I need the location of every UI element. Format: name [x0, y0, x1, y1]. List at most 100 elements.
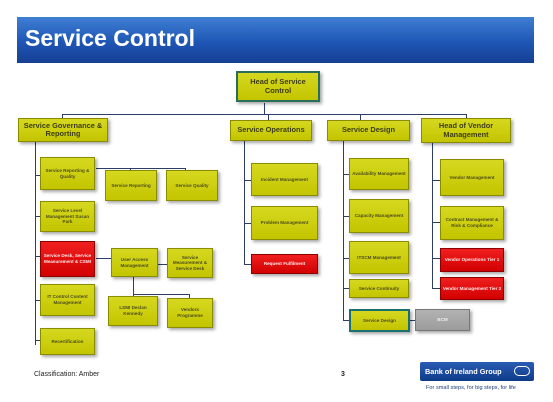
node-label: Capacity Management [354, 213, 404, 219]
node-label: Service Design [342, 125, 395, 135]
connector-line [360, 114, 361, 120]
node-label: Head of Vendor Management [438, 121, 494, 139]
node-service-design-unit: Service Design [349, 309, 410, 332]
node-availability-management: Availability Management [349, 158, 409, 190]
node-label: Head of Service Control [250, 77, 306, 95]
connector-line [35, 216, 40, 217]
node-incident-management: Incident Management [251, 163, 318, 196]
node-label: Service Reporting & Quality [45, 167, 90, 179]
connector-line [244, 141, 245, 265]
connector-line [133, 294, 189, 295]
node-bcm: BCM [415, 309, 470, 331]
node-label: Request Fulfilment [263, 261, 306, 267]
node-service-quality: Service Quality [166, 170, 218, 201]
logo-tagline: For small steps, for big steps, for life [426, 385, 516, 391]
node-label: ITSCM Management [357, 254, 401, 260]
connector-line [35, 175, 40, 176]
node-label: Service Reporting [111, 182, 151, 188]
node-label: Service Measurement & Service Desk [172, 254, 208, 271]
node-label: Vendors Programme [177, 307, 203, 318]
node-label: Service Continuity [358, 285, 400, 291]
node-label: BCM [437, 317, 448, 323]
node-capacity-management: Capacity Management [349, 199, 409, 233]
slide-title: Service Control [25, 25, 195, 51]
node-service-continuity: Service Continuity [349, 279, 409, 298]
connector-line [343, 174, 349, 175]
connector-line [432, 288, 440, 289]
connector-line [343, 320, 349, 321]
node-problem-management: Problem Management [251, 206, 318, 240]
node-label: LSMI Declan Kennedy [119, 305, 147, 316]
node-label: Problem Management [260, 220, 309, 226]
connector-line [158, 264, 167, 265]
node-contract-management: Contract Management & Risk & Compliance [440, 206, 504, 240]
connector-line [35, 141, 36, 345]
node-label: Vendor Management Tier 2 [442, 285, 502, 291]
node-it-control-content-management: IT Control Content Management [40, 284, 95, 316]
classification-label: Classification: Amber [34, 371, 100, 378]
node-label: Contract Management & Risk & Compliance [445, 217, 499, 228]
title-banner: Service Control [17, 17, 534, 63]
connector-line [244, 180, 251, 181]
logo-name: Bank of Ireland Group [425, 367, 502, 376]
node-label: Service Level Management Susan Park [45, 208, 90, 225]
connector-line [35, 300, 40, 301]
node-vendor-operations-tier-1: Vendor Operations Tier 1 [440, 248, 504, 272]
connector-line [410, 320, 415, 321]
connector-line [35, 256, 40, 257]
node-label: Service Operations [237, 125, 305, 135]
connector-line [466, 114, 467, 120]
connector-line [343, 258, 349, 259]
node-label: Vendor Operations Tier 1 [444, 257, 500, 263]
node-head-of-service-control: Head of Service Control [236, 71, 320, 102]
node-lsmi: LSMI Declan Kennedy [108, 296, 158, 326]
connector-line [343, 216, 349, 217]
connector-line [343, 141, 344, 321]
node-service-reporting-quality: Service Reporting & Quality [40, 157, 95, 190]
page-number: 3 [341, 371, 345, 378]
node-vendor-management-tier-2: Vendor Management Tier 2 [440, 277, 504, 300]
node-service-measurement-desk: Service Measurement & Service Desk [167, 248, 213, 278]
connector-line [62, 114, 63, 120]
connector-line [133, 276, 134, 296]
connector-line [96, 168, 185, 169]
connector-line [432, 222, 440, 223]
node-label: User Access Management [120, 256, 149, 268]
node-service-operations: Service Operations [230, 120, 312, 141]
connector-line [62, 114, 467, 115]
node-label: IT Control Content Management [47, 294, 88, 305]
bank-logo: Bank of Ireland Group [420, 362, 534, 381]
node-label: Incident Management [261, 176, 308, 182]
node-label: Service Design [363, 317, 396, 323]
node-service-governance-reporting: Service Governance & Reporting [18, 118, 108, 142]
connector-line [244, 264, 251, 265]
node-itscm-management: ITSCM Management [349, 241, 409, 274]
logo-emblem-icon [514, 366, 530, 376]
node-vendor-management: Vendor Management [440, 159, 504, 196]
node-label: Service Desk, Service Measurement & CSMI [43, 253, 92, 264]
node-service-design: Service Design [327, 120, 410, 141]
node-service-reporting: Service Reporting [105, 170, 157, 201]
node-label: Service Quality [175, 182, 209, 188]
node-label: Vendor Management [449, 174, 495, 180]
connector-line [432, 141, 433, 289]
node-user-access-management: User Access Management [111, 248, 158, 277]
node-head-of-vendor-management: Head of Vendor Management [421, 118, 511, 143]
node-label: Availability Management [352, 171, 406, 177]
node-service-desk-measurement: Service Desk, Service Measurement & CSMI [40, 241, 95, 277]
connector-line [432, 180, 440, 181]
connector-line [189, 294, 190, 299]
connector-line [264, 103, 265, 115]
node-label: Recertification [51, 338, 84, 344]
node-recertification: Recertification [40, 328, 95, 355]
connector-line [35, 340, 40, 341]
connector-line [244, 223, 251, 224]
node-vendors-programme: Vendors Programme [167, 298, 213, 328]
node-label: Service Governance & Reporting [23, 120, 103, 138]
node-service-level-management: Service Level Management Susan Park [40, 201, 95, 232]
connector-line [343, 288, 349, 289]
node-request-fulfilment: Request Fulfilment [251, 254, 318, 274]
connector-line [432, 258, 440, 259]
connector-line [268, 114, 269, 120]
